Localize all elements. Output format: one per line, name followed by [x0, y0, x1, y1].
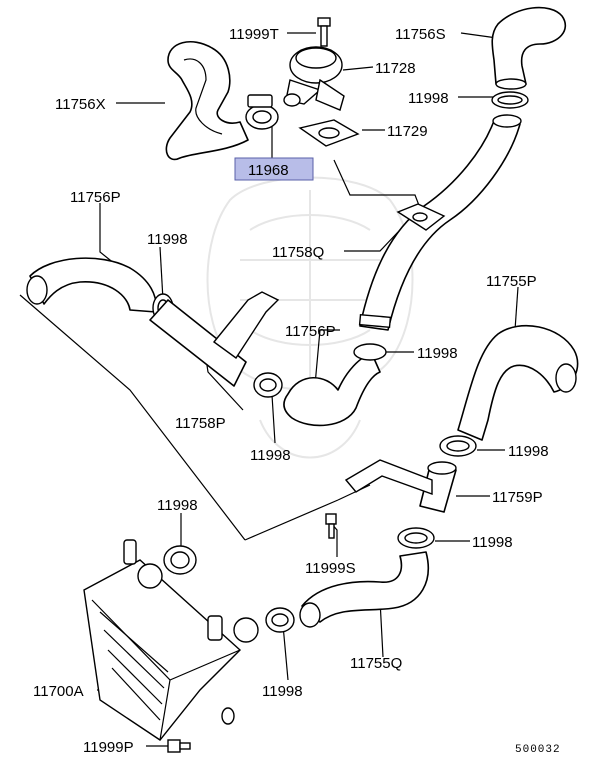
label-11999t[interactable]: 11999T — [229, 26, 279, 43]
part-11968-clamp[interactable] — [245, 94, 279, 130]
pipe-11758q[interactable] — [359, 117, 521, 331]
part-11728-valve[interactable] — [283, 46, 345, 111]
clamp-11998-g[interactable] — [163, 545, 197, 575]
label-11999p[interactable]: 11999P — [83, 739, 134, 756]
label-11700a[interactable]: 11700A — [33, 683, 84, 700]
label-11756x[interactable]: 11756X — [55, 96, 106, 113]
label-11998-e[interactable]: 11998 — [508, 443, 549, 460]
label-11999s[interactable]: 11999S — [305, 560, 356, 577]
label-11758p[interactable]: 11758P — [175, 415, 226, 432]
label-11998-f[interactable]: 11998 — [472, 534, 513, 551]
label-11758q[interactable]: 11758Q — [272, 244, 324, 261]
clamp-11998-e[interactable] — [439, 435, 477, 457]
label-11729[interactable]: 11729 — [387, 123, 428, 140]
bracket-11758p — [212, 291, 280, 359]
label-11759p[interactable]: 11759P — [492, 489, 543, 506]
label-11998-c[interactable]: 11998 — [417, 345, 458, 362]
watermark-emblem — [206, 176, 414, 459]
part-11999t-bolt[interactable] — [317, 17, 331, 47]
hose-11755p[interactable] — [457, 325, 579, 441]
label-11755p[interactable]: 11755P — [486, 273, 537, 290]
hose-11756p-left[interactable] — [29, 257, 158, 313]
hose-11755q[interactable] — [301, 551, 430, 623]
label-11756p-b[interactable]: 11756P — [285, 323, 336, 340]
label-11728[interactable]: 11728 — [375, 60, 416, 77]
flange-11758q — [396, 203, 446, 231]
part-labels: 11999T 11756S 11728 11756X 11998 11729 1… — [33, 26, 561, 756]
pipe-11758p[interactable] — [149, 299, 247, 387]
diagram-code: 500032 — [515, 744, 561, 756]
highlight-box-11968 — [234, 157, 314, 181]
label-11756p-a[interactable]: 11756P — [70, 189, 121, 206]
label-11998-g[interactable]: 11998 — [157, 497, 198, 514]
clamp-11998-c[interactable] — [353, 343, 387, 361]
label-11998-a[interactable]: 11998 — [408, 90, 449, 107]
hose-11756p-middle[interactable] — [283, 353, 381, 427]
hose-11756s[interactable] — [491, 6, 567, 85]
clamp-11998-h[interactable] — [265, 607, 295, 633]
clamp-11998-d[interactable] — [253, 372, 283, 398]
part-11999s-bolt[interactable] — [325, 513, 337, 539]
part-11999p-bolt[interactable] — [167, 739, 191, 753]
clamp-11998-a[interactable] — [491, 91, 529, 109]
part-11729-gasket[interactable] — [298, 119, 360, 147]
hose-11756x[interactable] — [165, 40, 249, 161]
label-11756s[interactable]: 11756S — [395, 26, 446, 43]
label-11998-h[interactable]: 11998 — [262, 683, 303, 700]
intercooler-11700a[interactable] — [83, 539, 259, 741]
pipe-11759p[interactable] — [344, 459, 457, 513]
label-11968[interactable]: 11968 — [248, 162, 289, 179]
clamp-11998-f[interactable] — [397, 527, 435, 549]
label-11998-d[interactable]: 11998 — [250, 447, 291, 464]
label-11755q[interactable]: 11755Q — [350, 655, 402, 672]
label-11998-b[interactable]: 11998 — [147, 231, 188, 248]
